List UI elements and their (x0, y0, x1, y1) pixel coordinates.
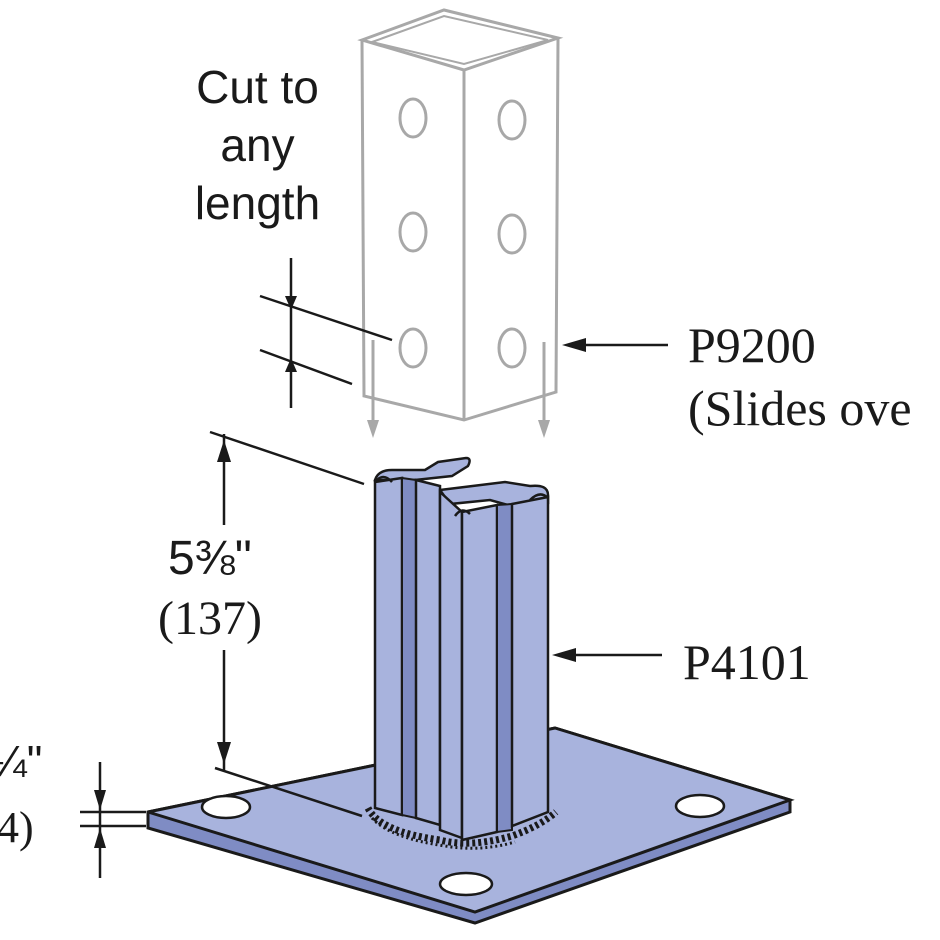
tube-hole (497, 99, 527, 141)
upper-tube (357, 8, 564, 438)
post-height-dimension (209, 430, 365, 818)
bolt-hole (438, 871, 494, 897)
p9200-note-label: (Slides ove (688, 380, 912, 436)
plate-thickness-inch-label: ¼" (0, 737, 43, 786)
tube-hole (497, 327, 527, 369)
cut-to-length-label: Cut to any length (194, 61, 321, 229)
tube-hole (497, 213, 527, 255)
hole-spacing-dimension (259, 258, 393, 408)
p9200-part-label: P9200 (688, 317, 816, 373)
lower-post (364, 456, 559, 850)
post-height-mm-label: (137) (158, 592, 262, 645)
leader-p4101 (552, 648, 662, 662)
plate-thickness-mm-label: .4) (0, 803, 34, 852)
tube-hole (398, 211, 428, 253)
bolt-hole (200, 794, 252, 820)
post-height-inch-label: 5⅜" (168, 532, 252, 585)
p4101-part-label: P4101 (683, 634, 811, 690)
leader-p9200 (562, 338, 668, 352)
tube-hole (398, 97, 428, 139)
tube-hole (398, 327, 428, 369)
plate-thickness-dimension (80, 762, 146, 878)
bolt-hole (674, 793, 726, 819)
